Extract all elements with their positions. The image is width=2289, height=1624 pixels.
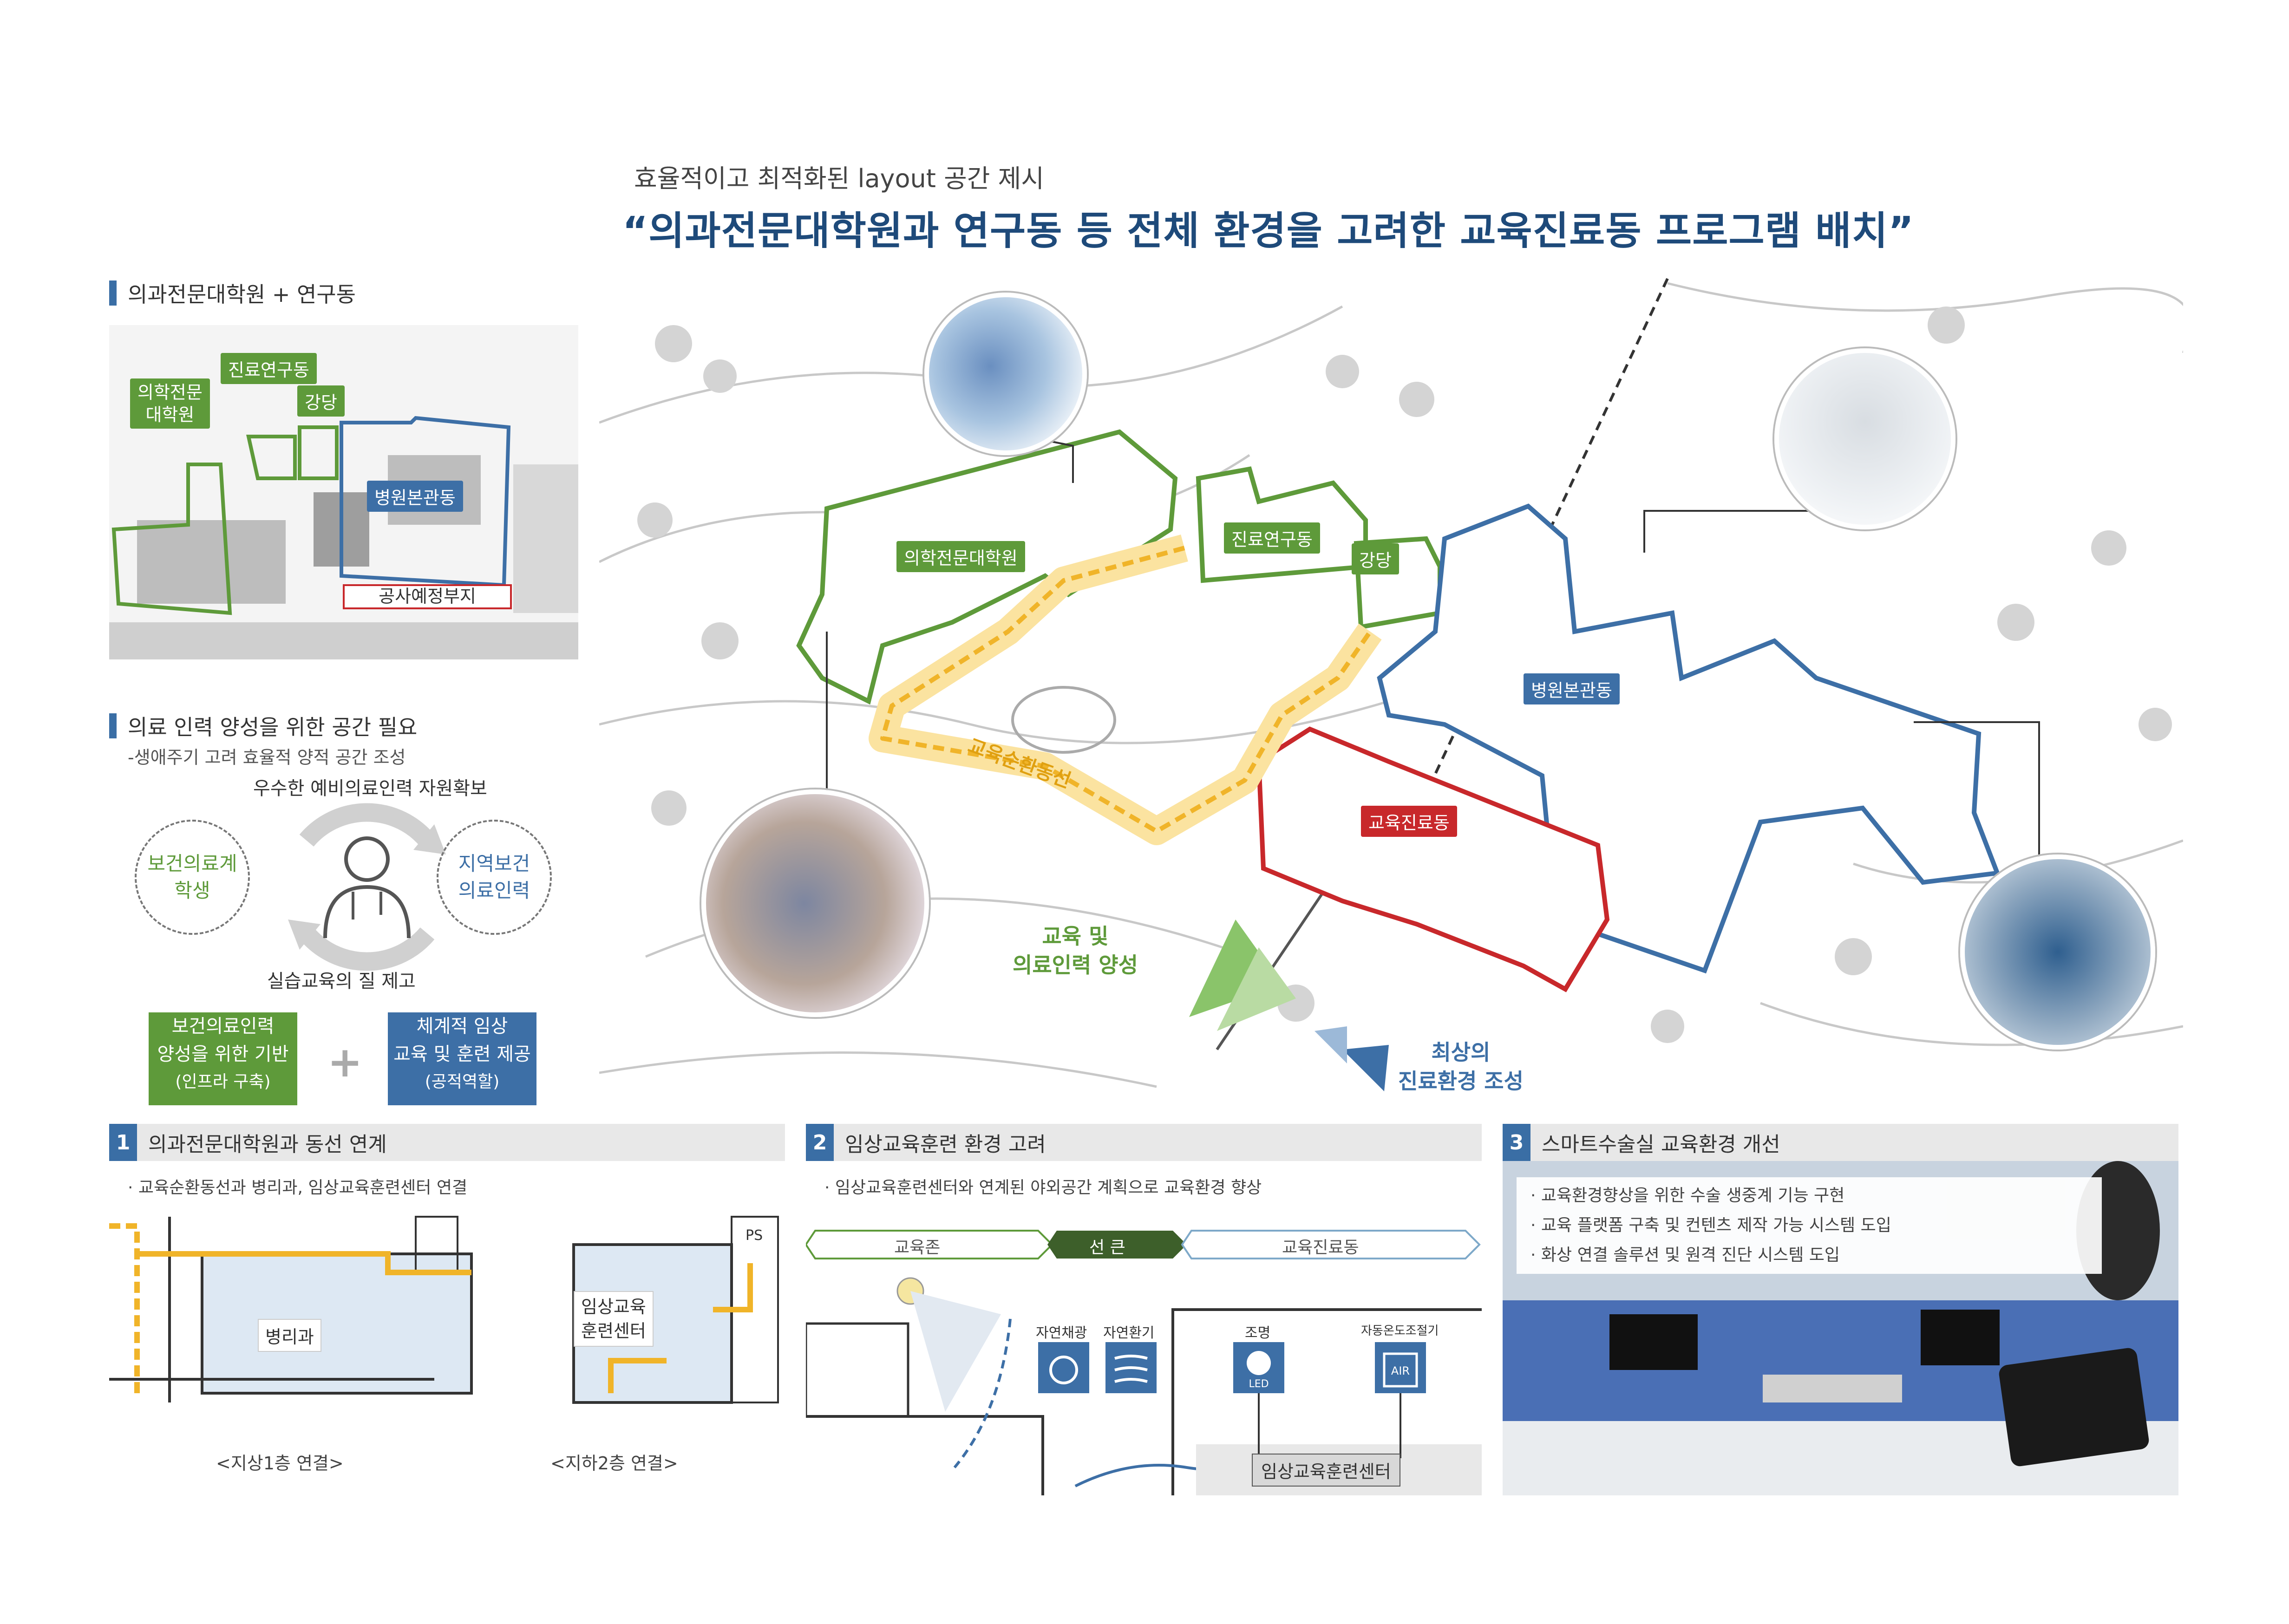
aerial-tag-main-hospital: 병원본관동 <box>1524 673 1620 704</box>
surgery-team-photo <box>1960 854 2155 1050</box>
page-subtitle: 효율적이고 최적화된 layout 공간 제시 <box>634 164 1044 193</box>
doctors-meeting-photo <box>1774 348 1955 529</box>
ps-label: PS <box>746 1227 763 1244</box>
box-line: 양성을 위한 기반 <box>157 1044 289 1065</box>
heading-bar <box>109 280 117 306</box>
section-drawing: LED AIR <box>806 1277 1482 1495</box>
cycle-bottom-text: 실습교육의 질 제고 <box>267 971 416 992</box>
blue-caption: 최상의 진료환경 조성 <box>1398 1040 1524 1094</box>
site-map: 공사예정부지 <box>109 325 578 659</box>
cycle-top-text: 우수한 예비의료인력 자원확보 <box>253 778 487 799</box>
section-heading-text: 의료 인력 양성을 위한 공간 필요 <box>128 715 418 740</box>
cycle-diagram <box>288 803 446 971</box>
aerial-tag-med-school: 의학전문대학원 <box>896 541 1025 572</box>
panel-title: 의과전문대학원과 동선 연계 <box>148 1133 387 1156</box>
panel-number: 2 <box>806 1124 834 1161</box>
panel-bullets: · 교육환경향상을 위한 수술 생중계 기능 구현 · 교육 플랫폼 구축 및 … <box>1517 1177 2102 1274</box>
bullet-item: · 교육환경향상을 위한 수술 생중계 기능 구현 <box>1530 1186 1845 1205</box>
daylight-icon <box>1038 1342 1089 1393</box>
green-caption: 교육 및 의료인력 양성 <box>1013 924 1138 978</box>
zone-building: 교육진료동 <box>1282 1238 1359 1257</box>
panel-bullet: · 임상교육훈련센터와 연계된 야외공간 계획으로 교육환경 향상 <box>824 1178 1262 1197</box>
training-center-tag: 임상교육훈련센터 <box>1252 1454 1400 1487</box>
box-line: (공적역할) <box>425 1072 500 1091</box>
plus-icon: + <box>327 1038 363 1087</box>
cycle-right-circle: 지역보건 의료인력 <box>437 820 552 935</box>
bullet-item: · 교육 플랫폼 구축 및 컨텐츠 제작 가능 시스템 도입 <box>1530 1216 1891 1235</box>
panel-training-env: 2 임상교육훈련 환경 고려 · 임상교육훈련센터와 연계된 야외공간 계획으로… <box>806 1124 1482 1495</box>
panel-title: 스마트수술실 교육환경 개선 <box>1542 1133 1780 1156</box>
infrastructure-box: 보건의료인력 양성을 위한 기반 (인프라 구축) <box>149 1012 297 1105</box>
icon-label-lighting: 조명 <box>1245 1325 1271 1341</box>
aerial-tag-auditorium: 강당 <box>1352 543 1399 574</box>
public-role-box: 체계적 임상 교육 및 훈련 제공 (공적역할) <box>388 1012 536 1105</box>
aerial-tag-research: 진료연구동 <box>1224 522 1320 554</box>
panel-bullet: · 교육순환동선과 병리과, 임상교육훈련센터 연결 <box>128 1178 468 1197</box>
air-text: AIR <box>1391 1364 1410 1377</box>
box-line: 교육 및 훈련 제공 <box>393 1044 531 1065</box>
section-heading-text: 의과전문대학원 + 연구동 <box>128 282 356 307</box>
cycle-left-circle: 보건의료계 학생 <box>135 820 250 935</box>
panel-title: 임상교육훈련 환경 고려 <box>845 1133 1046 1156</box>
map-tag-research: 진료연구동 <box>221 353 317 384</box>
tablet-device-icon <box>1999 1348 2149 1467</box>
bullet-item: · 화상 연결 솔루션 및 원격 진단 시스템 도입 <box>1530 1246 1840 1265</box>
heading-bar <box>109 713 117 738</box>
construction-site-label: 공사예정부지 <box>379 586 476 607</box>
map-tag-med-school: 의학전문 대학원 <box>130 378 210 429</box>
zone-sunken: 선 큰 <box>1089 1238 1125 1257</box>
box-line: 보건의료인력 <box>171 1016 275 1037</box>
panel-header: 3 스마트수술실 교육환경 개선 <box>1503 1124 2178 1161</box>
panel-header: 1 의과전문대학원과 동선 연계 <box>109 1124 785 1161</box>
box-line: 체계적 임상 <box>416 1016 508 1037</box>
pathology-label: 병리과 <box>258 1319 321 1352</box>
icon-label-daylight: 자연채광 <box>1036 1325 1087 1341</box>
zone-education: 교육존 <box>894 1238 941 1257</box>
led-text: LED <box>1249 1378 1269 1390</box>
students-classroom-photo <box>701 789 929 1017</box>
section-heading-med-school: 의과전문대학원 + 연구동 <box>109 278 356 308</box>
panel-header: 2 임상교육훈련 환경 고려 <box>806 1124 1482 1161</box>
panel-smart-or: 3 스마트수술실 교육환경 개선 · 교육환경향상을 위한 수술 생중계 기능 … <box>1503 1124 2178 1495</box>
panel-circulation: 1 의과전문대학원과 동선 연계 · 교육순환동선과 병리과, 임상교육훈련센터… <box>109 1124 785 1495</box>
zone-bar <box>806 1230 1481 1259</box>
caption-b2-floor: <지하2층 연결> <box>550 1453 678 1474</box>
lab-research-photo <box>924 293 1087 455</box>
section-note: -생애주기 고려 효율적 양적 공간 조성 <box>128 747 406 768</box>
icon-label-thermostat: 자동온도조절기 <box>1361 1324 1439 1338</box>
panel-number: 1 <box>109 1124 137 1161</box>
page-title: “의과전문대학원과 연구동 등 전체 환경을 고려한 교육진료동 프로그램 배치… <box>622 208 1915 254</box>
map-tag-auditorium: 강당 <box>297 385 345 417</box>
floor-plans: PS <box>109 1207 785 1421</box>
doctor-icon <box>344 836 390 882</box>
box-line: (인프라 구축) <box>175 1072 271 1091</box>
caption-ground-floor: <지상1층 연결> <box>216 1453 344 1474</box>
training-center-label: 임상교육 훈련센터 <box>574 1291 654 1347</box>
aerial-tag-education-building: 교육진료동 <box>1361 806 1457 837</box>
map-tag-main-hospital: 병원본관동 <box>367 481 463 512</box>
section-heading-workforce: 의료 인력 양성을 위한 공간 필요 <box>109 711 417 741</box>
panel-number: 3 <box>1503 1124 1530 1161</box>
icon-label-ventilation: 자연환기 <box>1103 1325 1155 1341</box>
